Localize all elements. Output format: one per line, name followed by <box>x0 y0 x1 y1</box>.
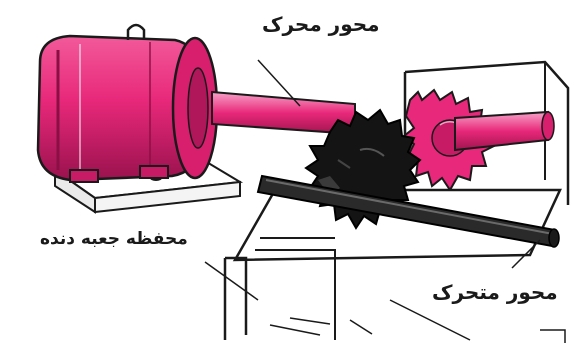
motor-shaft <box>212 60 355 134</box>
driven-shaft-label: محور متحرک <box>432 280 558 304</box>
electric-motor <box>38 25 217 182</box>
gear-shaft <box>455 112 554 150</box>
motor-shaft-label: محور محرک <box>262 12 380 36</box>
gearbox-housing-label: محفظه جعبه دنده <box>40 229 188 249</box>
